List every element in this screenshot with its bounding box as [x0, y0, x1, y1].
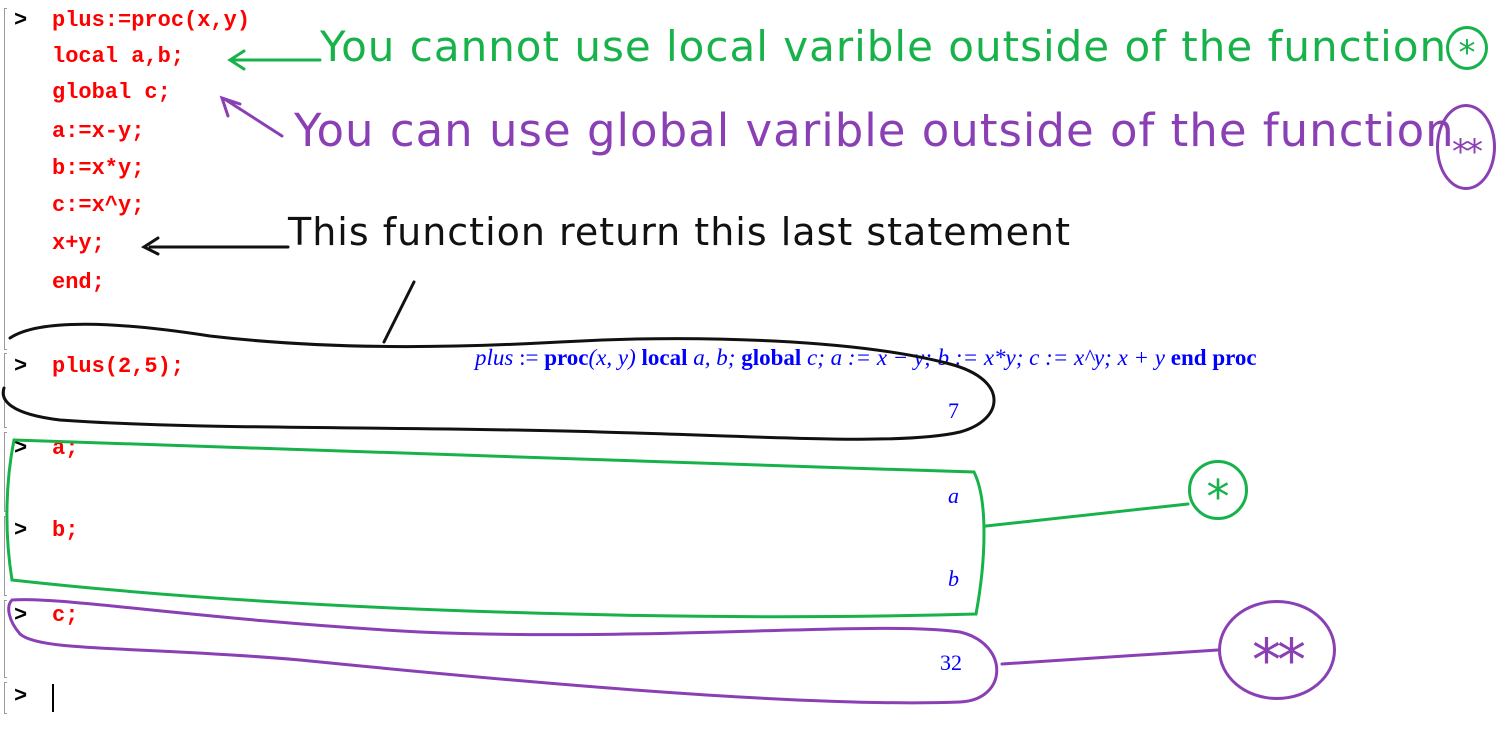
double-star-mark: **	[1218, 600, 1336, 700]
code-line[interactable]: plus:=proc(x,y)	[52, 8, 251, 33]
execution-group-bracket[interactable]	[4, 682, 7, 714]
return-pointer-line	[382, 280, 416, 344]
command-input[interactable]: plus(2,5);	[52, 354, 185, 379]
execution-group-bracket[interactable]	[4, 516, 7, 596]
code-line[interactable]: c:=x^y;	[52, 193, 145, 218]
output-lhs: plus	[475, 345, 514, 370]
text-cursor[interactable]	[52, 684, 54, 712]
code-line[interactable]: a:=x-y;	[52, 119, 145, 144]
code-line[interactable]: local a,b;	[52, 44, 185, 69]
output-keyword-local: local	[641, 345, 688, 370]
output-keyword-global: global	[741, 345, 802, 370]
return-statement-note: This function return this last statement	[288, 210, 1071, 254]
local-variable-note: You cannot use local varible outside of …	[320, 22, 1448, 71]
output-keyword-proc: proc	[544, 345, 589, 370]
output-params: (x, y)	[588, 345, 642, 370]
code-line[interactable]: end;	[52, 270, 105, 295]
return-arrow	[140, 236, 290, 256]
command-input[interactable]: b;	[52, 518, 79, 543]
execution-group-bracket[interactable]	[4, 353, 7, 428]
input-prompt: >	[14, 354, 28, 379]
local-connector	[984, 502, 1190, 528]
command-output: 7	[948, 398, 959, 423]
command-output: a	[948, 483, 959, 508]
execution-group-bracket[interactable]	[4, 432, 7, 512]
global-arrow	[219, 95, 284, 138]
local-arrow	[227, 49, 322, 71]
execution-group-bracket[interactable]	[4, 600, 7, 678]
code-line[interactable]: global c;	[52, 80, 171, 105]
code-line[interactable]: b:=x*y;	[52, 156, 145, 181]
output-local-vars: a, b;	[687, 345, 742, 370]
single-star-mark: *	[1188, 460, 1248, 520]
execution-group-bracket[interactable]	[4, 8, 7, 350]
output-keyword-end: end proc	[1170, 345, 1257, 370]
input-prompt: >	[14, 603, 28, 628]
input-prompt: >	[14, 518, 28, 543]
input-prompt: >	[14, 436, 28, 461]
command-input[interactable]: a;	[52, 436, 79, 461]
procedure-output: plus := proc(x, y) local a, b; global c;…	[452, 319, 1257, 397]
command-output: b	[948, 566, 959, 591]
double-star-mark-inline: **	[1436, 104, 1496, 190]
output-assign: :=	[513, 345, 545, 370]
global-variable-note: You can use global varible outside of th…	[294, 104, 1455, 157]
input-prompt: >	[14, 684, 28, 709]
local-loop	[5, 438, 986, 619]
single-star-mark-inline: *	[1446, 26, 1488, 70]
command-output: 32	[940, 650, 962, 675]
command-input[interactable]: c;	[52, 603, 79, 628]
input-prompt: >	[14, 8, 28, 33]
code-line[interactable]: x+y;	[52, 231, 105, 256]
global-loop	[7, 598, 999, 705]
output-body: c; a := x − y; b := x*y; c := x^y; x + y	[801, 345, 1171, 370]
global-connector	[1000, 648, 1220, 666]
